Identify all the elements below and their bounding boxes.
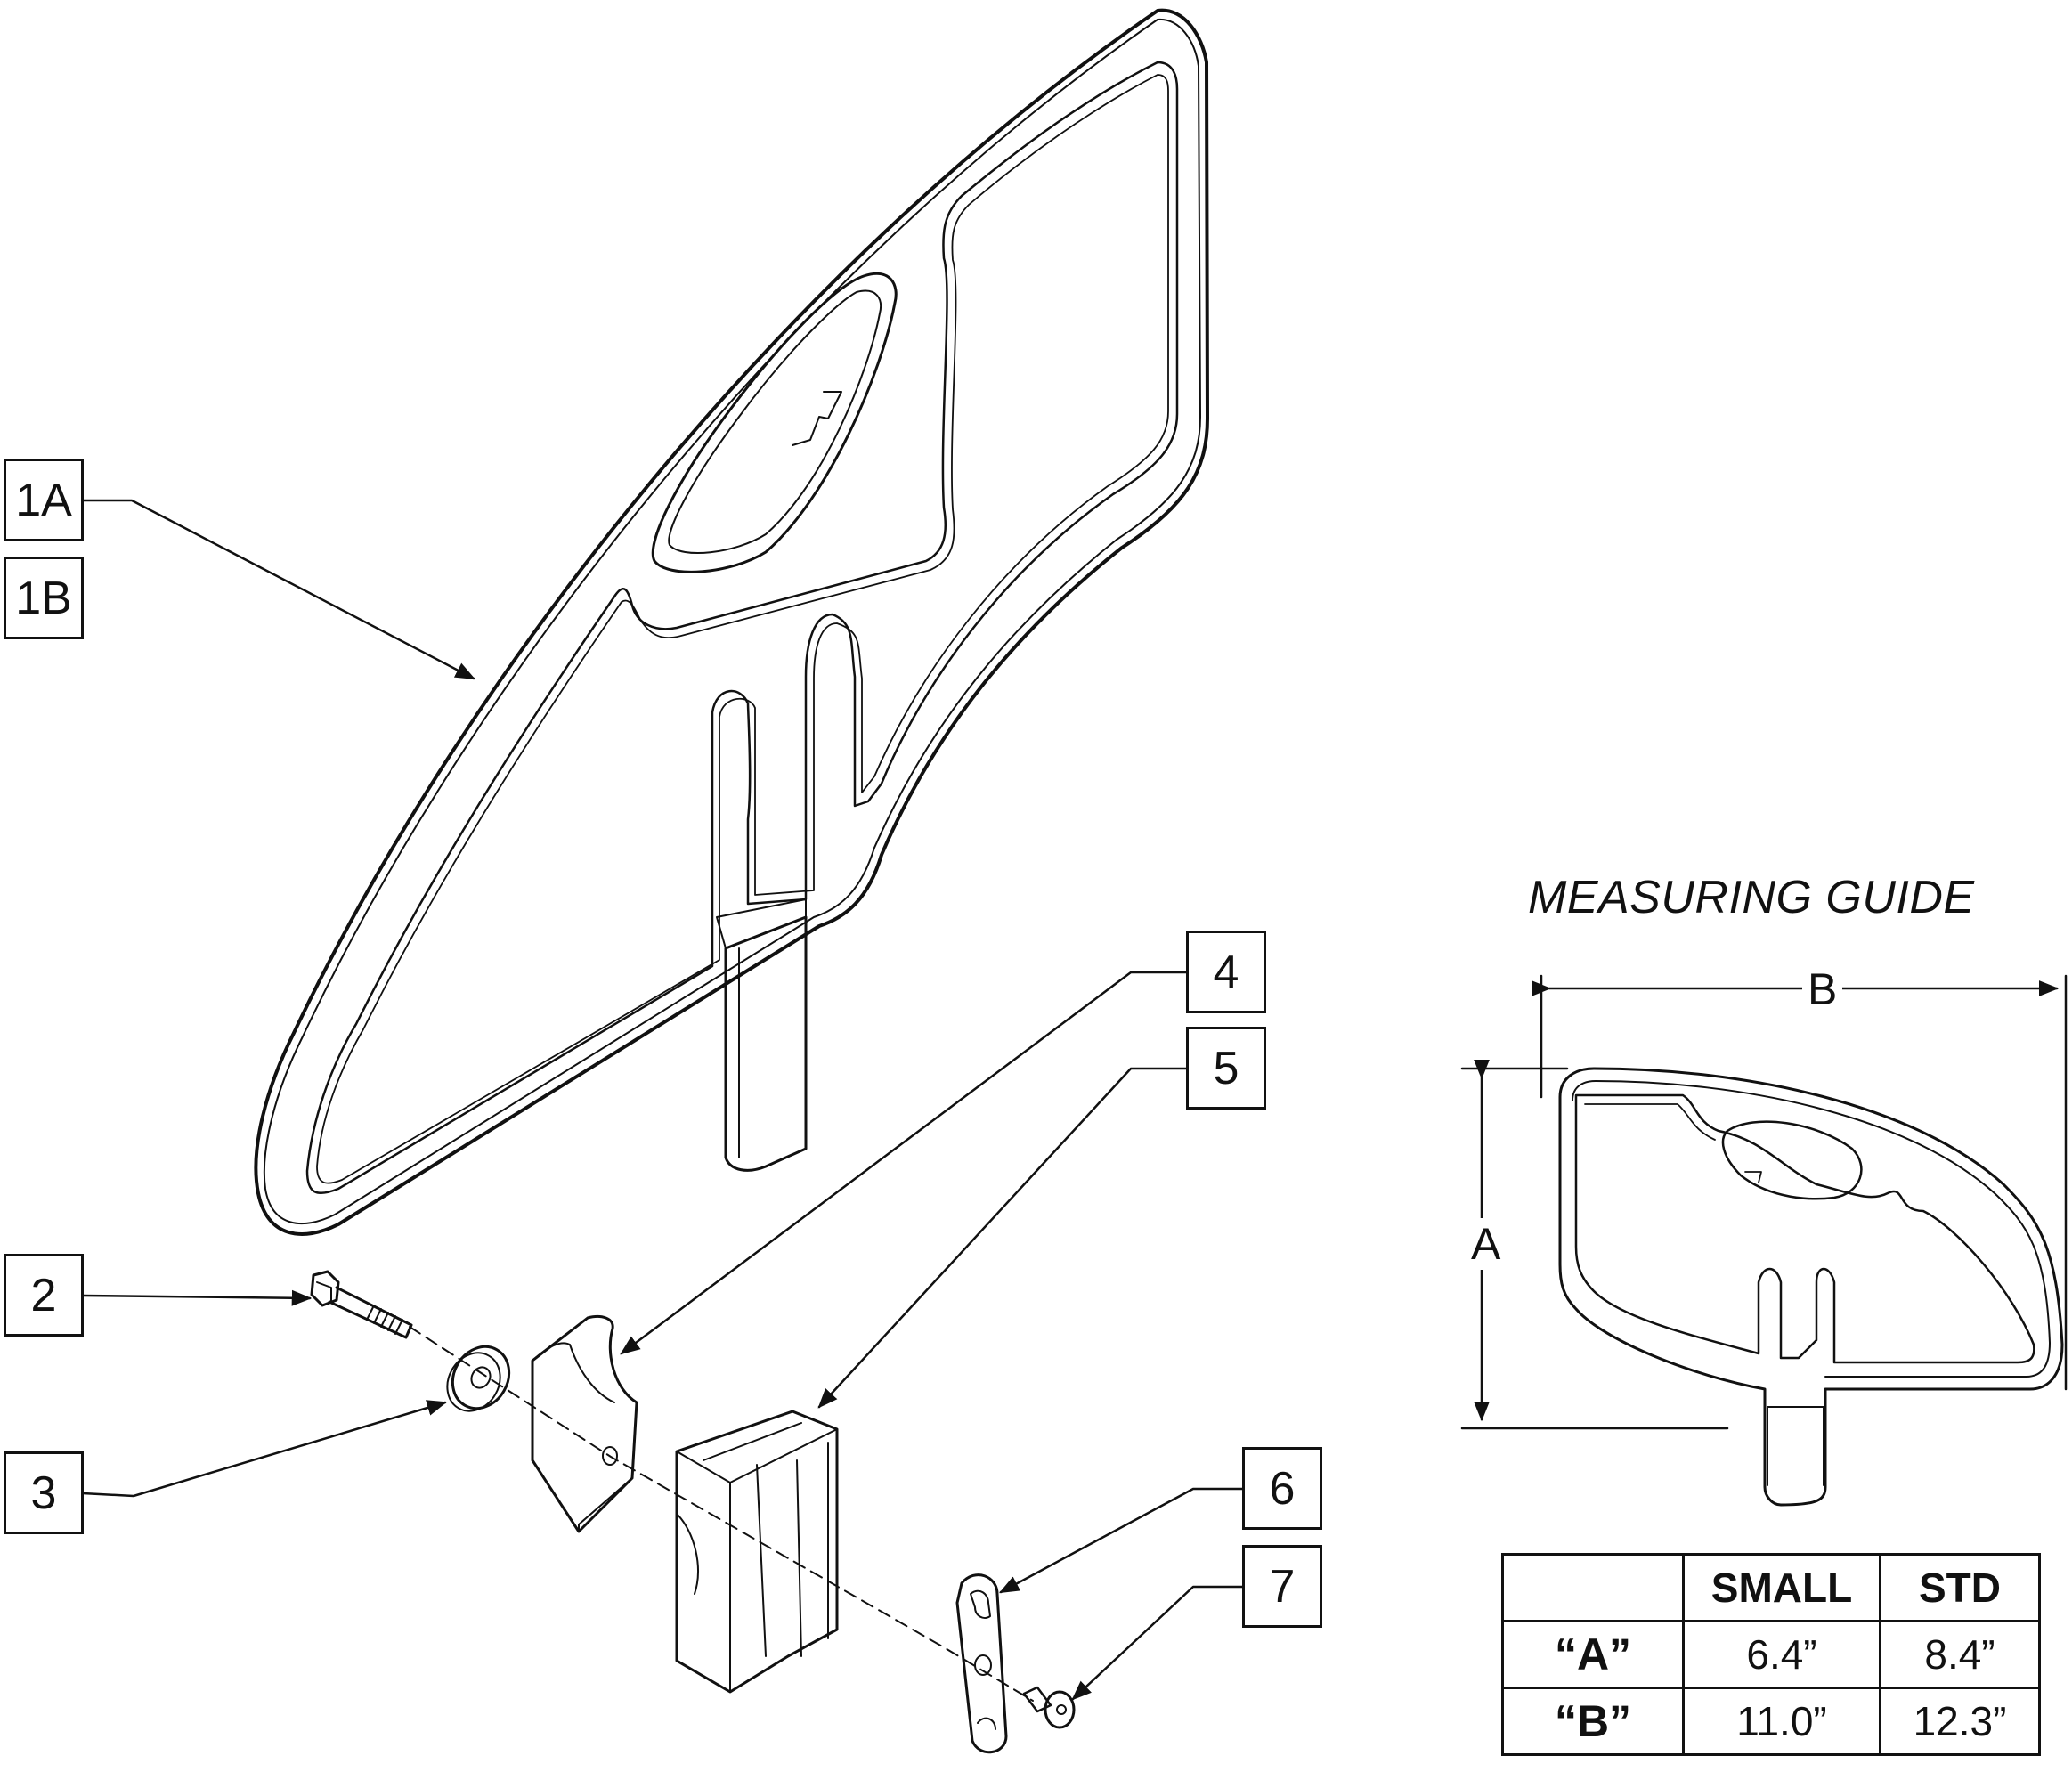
leader-lines — [81, 499, 1244, 1701]
table-row: “B” 11.0” 12.3” — [1501, 1687, 2041, 1756]
callout-1b: 1B — [4, 557, 84, 639]
table-row-label: “A” — [1501, 1620, 1685, 1689]
table-cell-std: 8.4” — [1879, 1620, 2041, 1689]
table-header-small: SMALL — [1682, 1553, 1881, 1622]
dimension-b-label: B — [1802, 963, 1843, 1015]
table-cell-std: 12.3” — [1879, 1687, 2041, 1756]
tray-panel — [254, 8, 1209, 1236]
dimension-lines — [1460, 974, 2068, 1430]
callout-6: 6 — [1242, 1447, 1322, 1530]
callout-7: 7 — [1242, 1545, 1322, 1628]
measuring-guide-title: MEASURING GUIDE — [1528, 872, 1975, 923]
callout-1a: 1A — [4, 459, 84, 541]
washer — [446, 1345, 511, 1412]
size-table: SMALL STD “A” 6.4” 8.4” “B” 11.0” 12.3” — [1501, 1553, 2041, 1756]
measuring-guide-tray — [1558, 1067, 2064, 1507]
callout-3: 3 — [4, 1451, 84, 1534]
hex-bolt — [310, 1270, 413, 1339]
receiver-bracket — [675, 1410, 839, 1694]
table-header-row: SMALL STD — [1501, 1553, 2041, 1622]
table-header-std: STD — [1879, 1553, 2041, 1622]
table-cell-small: 11.0” — [1682, 1687, 1881, 1756]
table-cell-small: 6.4” — [1682, 1620, 1881, 1689]
assembly-axis-line — [409, 1326, 1034, 1702]
table-row: “A” 6.4” 8.4” — [1501, 1620, 2041, 1689]
clip-plate — [955, 1573, 1008, 1754]
callout-2: 2 — [4, 1254, 84, 1337]
callout-4: 4 — [1186, 931, 1266, 1013]
dimension-a-label: A — [1466, 1218, 1507, 1270]
clamp-block — [531, 1315, 638, 1533]
callout-5: 5 — [1186, 1027, 1266, 1110]
table-row-label: “B” — [1501, 1687, 1685, 1756]
table-header-corner — [1501, 1553, 1685, 1622]
flat-head-screw — [1022, 1686, 1076, 1729]
